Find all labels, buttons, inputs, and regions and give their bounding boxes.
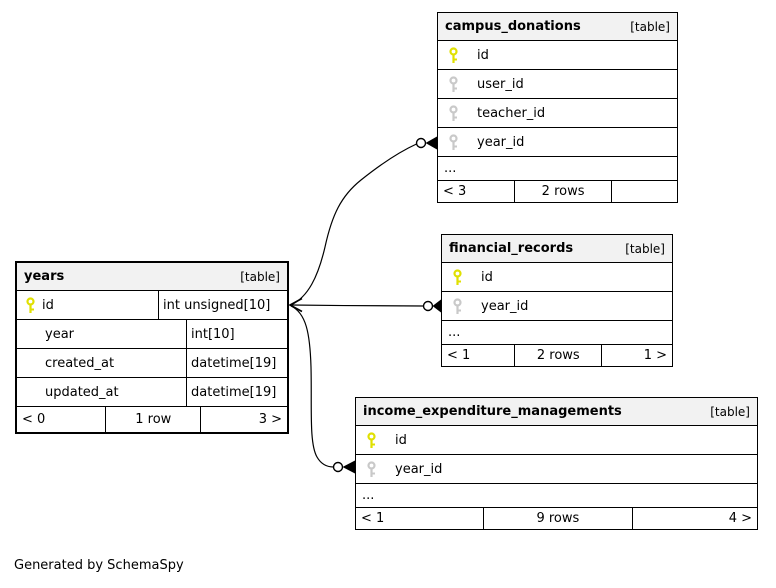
- table-footer: < 3 2 rows: [438, 181, 677, 202]
- ellipsis-row: ...: [442, 321, 672, 345]
- footer-row-count: 9 rows: [484, 508, 633, 529]
- field-name: user_id: [477, 76, 524, 92]
- field-type: datetime[19]: [186, 349, 287, 377]
- field-row-id: id: [442, 263, 672, 292]
- field-name: id: [481, 269, 493, 285]
- footer-parents-count: [612, 181, 677, 202]
- footer-parents-count: 3 >: [258, 412, 282, 427]
- footer-parents-count: 4 >: [728, 511, 752, 526]
- foreign-key-icon: [452, 297, 463, 315]
- field-row-year-id: year_id: [356, 455, 757, 484]
- field-row-year-id: year_id: [442, 292, 672, 321]
- zero-circle-icon: [332, 461, 344, 473]
- field-name: teacher_id: [477, 105, 546, 121]
- field-name: created_at: [45, 355, 115, 371]
- field-row-updated-at: updated_at datetime[19]: [17, 378, 287, 407]
- footer-children-count: < 3: [438, 181, 516, 202]
- table-years[interactable]: years [table] id int unsigned[10] year i…: [15, 261, 289, 434]
- table-title[interactable]: financial_records: [449, 241, 574, 256]
- table-financial-records[interactable]: financial_records [table] id year_id ...…: [441, 234, 673, 367]
- parent-arrow-icon: [288, 297, 303, 313]
- table-footer: < 1 9 rows 4 >: [356, 508, 757, 529]
- field-row-created-at: created_at datetime[19]: [17, 349, 287, 378]
- footer-children-count: < 0: [17, 407, 107, 432]
- footer-row-count: 1 row: [106, 407, 202, 432]
- table-header[interactable]: financial_records [table]: [442, 235, 672, 263]
- foreign-key-icon: [366, 460, 377, 478]
- table-tag: [table]: [625, 241, 665, 256]
- ellipsis-row: ...: [438, 157, 677, 181]
- crowsfoot-icon: [425, 136, 437, 150]
- foreign-key-icon: [448, 75, 459, 93]
- table-title[interactable]: income_expenditure_managements: [363, 404, 622, 419]
- table-tag: [table]: [710, 404, 750, 419]
- field-row-id: id: [438, 41, 677, 70]
- field-name: id: [477, 47, 489, 63]
- footer-children-count: < 1: [356, 508, 485, 529]
- field-type: datetime[19]: [186, 378, 287, 406]
- ellipsis-row: ...: [356, 484, 757, 508]
- table-tag: [table]: [630, 19, 670, 34]
- crowsfoot-icon: [432, 299, 441, 313]
- table-header[interactable]: campus_donations [table]: [438, 13, 677, 41]
- table-footer: < 1 2 rows 1 >: [442, 345, 672, 366]
- crowsfoot-icon: [342, 460, 355, 474]
- field-type: int unsigned[10]: [158, 291, 287, 319]
- field-name: id: [395, 432, 407, 448]
- field-name: year_id: [481, 298, 529, 314]
- field-row-id: id: [356, 426, 757, 455]
- edge-years-to-campus-donations: [290, 143, 417, 306]
- field-name: year: [45, 326, 75, 342]
- field-row-id: id int unsigned[10]: [17, 291, 287, 320]
- field-row-user-id: user_id: [438, 70, 677, 99]
- generated-by-credit: Generated by SchemaSpy: [14, 558, 184, 573]
- table-tag: [table]: [240, 269, 280, 284]
- field-row-teacher-id: teacher_id: [438, 99, 677, 128]
- edge-years-to-income-expenditure-managements: [290, 305, 334, 468]
- table-header[interactable]: income_expenditure_managements [table]: [356, 398, 757, 426]
- edge-years-to-financial-records: [290, 304, 424, 307]
- field-name: year_id: [477, 134, 525, 150]
- table-campus-donations[interactable]: campus_donations [table] id user_id teac…: [437, 12, 678, 203]
- table-title[interactable]: campus_donations: [445, 19, 581, 34]
- field-name: id: [42, 297, 54, 313]
- table-title[interactable]: years: [24, 269, 65, 284]
- foreign-key-icon: [448, 104, 459, 122]
- field-row-year-id: year_id: [438, 128, 677, 157]
- primary-key-icon: [448, 46, 459, 64]
- primary-key-icon: [452, 268, 463, 286]
- foreign-key-icon: [448, 133, 459, 151]
- footer-parents-count: 1 >: [643, 348, 667, 363]
- field-name: updated_at: [45, 384, 119, 400]
- footer-row-count: 2 rows: [515, 345, 603, 366]
- table-income-expenditure-managements[interactable]: income_expenditure_managements [table] i…: [355, 397, 758, 530]
- footer-children-count: < 1: [442, 345, 516, 366]
- zero-circle-icon: [422, 300, 434, 312]
- table-footer: < 0 1 row 3 >: [17, 407, 287, 432]
- field-name: year_id: [395, 461, 443, 477]
- field-row-year: year int[10]: [17, 320, 287, 349]
- footer-row-count: 2 rows: [515, 181, 613, 202]
- table-header[interactable]: years [table]: [17, 263, 287, 291]
- primary-key-icon: [25, 296, 36, 314]
- zero-circle-icon: [415, 137, 427, 149]
- field-type: int[10]: [186, 320, 287, 348]
- primary-key-icon: [366, 431, 377, 449]
